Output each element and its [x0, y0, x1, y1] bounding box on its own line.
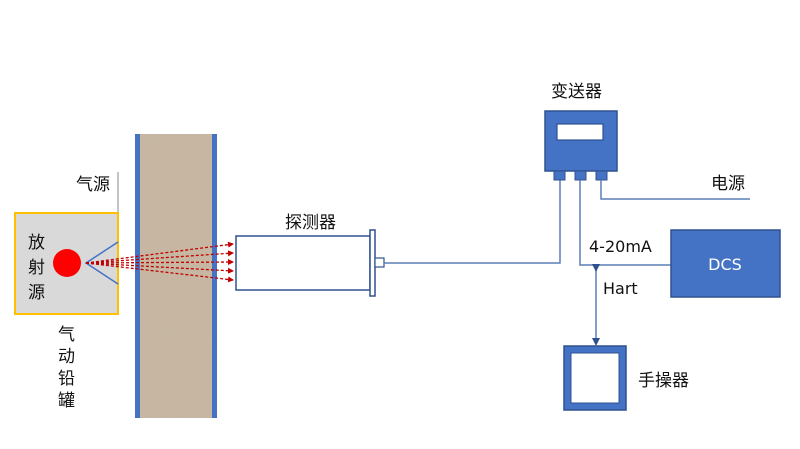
air-source-label: 气源	[76, 175, 110, 195]
transmitter-port-1	[553, 170, 566, 181]
handheld-label: 手操器	[638, 371, 689, 391]
detector-label: 探测器	[285, 213, 336, 233]
signal-label: 4-20mA	[589, 237, 652, 256]
lead-tank-label-2: 动	[58, 347, 75, 367]
transmitter-body	[544, 110, 618, 172]
dcs-box	[670, 229, 781, 298]
lead-tank-label-4: 罐	[58, 391, 75, 411]
signal-line	[579, 180, 671, 266]
transmitter-label: 变送器	[551, 82, 602, 102]
transmitter: 变送器	[544, 82, 618, 181]
detector-cable	[384, 177, 561, 264]
beam-3	[85, 259, 234, 266]
wall-section	[135, 134, 217, 418]
source-label-1: 放	[28, 233, 45, 253]
transmitter-display	[556, 123, 604, 141]
transmitter-port-3	[595, 170, 608, 181]
source-label-3: 源	[28, 283, 45, 303]
dcs-block: DCS	[670, 229, 781, 298]
source-label-2: 射	[28, 258, 45, 278]
beam-4	[85, 262, 234, 274]
wall-right-edge	[212, 134, 217, 418]
power-line	[600, 180, 750, 200]
handheld-screen	[570, 352, 620, 404]
lead-tank-label-3: 铅	[58, 369, 75, 389]
handheld: 手操器	[563, 345, 689, 411]
detector-body	[235, 235, 371, 291]
detector-connector	[374, 257, 385, 268]
radioactive-source-dot	[53, 249, 81, 277]
dcs-label: DCS	[708, 255, 742, 274]
hart-label: Hart	[603, 279, 638, 298]
wall-left-edge	[135, 134, 140, 418]
power-label: 电源	[711, 174, 745, 194]
transmitter-port-2	[574, 170, 587, 181]
source-container: 放 射 源	[14, 212, 119, 315]
lead-tank-label-1: 气	[58, 325, 75, 345]
radiation-beams	[85, 241, 234, 283]
detector: 探测器	[235, 213, 385, 297]
detector-flange	[369, 229, 376, 297]
beam-2	[85, 250, 234, 264]
